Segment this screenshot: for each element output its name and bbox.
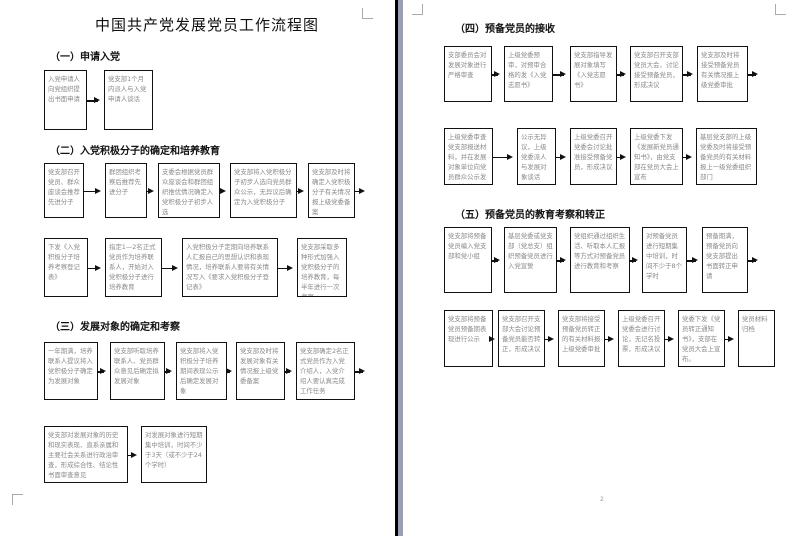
flow-arrow-icon: [630, 257, 638, 263]
flow-arrow-icon: [665, 336, 674, 341]
flow-arrow-icon: [162, 265, 178, 270]
flow-arrow-icon: [355, 188, 365, 193]
flow-step-box: 基层党委或党支部（党总支）组织预备党员进行入党宣誓: [504, 227, 557, 293]
flow-arrow-icon: [545, 336, 554, 341]
flow-step-box: 党支部将入党积极分子培养期间表现公示后确定发展对象: [176, 342, 227, 400]
flow-step-box: 入党积极分子定期向培养联系人汇报自己的思想认识和表现情况，培养联系人要将有关情况…: [182, 238, 278, 297]
section-heading: （四）预备党员的接收: [455, 24, 555, 35]
flow-step-box: 党支部召开党员、群众座谈会推荐先进分子: [44, 163, 84, 218]
flow-arrow-icon: [147, 188, 154, 193]
flow-step-box: 入党申请人向党组织提出书面申请: [44, 70, 87, 130]
flow-step-box: 党支部及时将接受预备党员有关情况报上级党委审批: [697, 46, 748, 102]
flow-step-box: 上级党委预审，对预审合格的发《入党志愿书》: [504, 46, 553, 102]
section-heading: （五）预备党员的教育考察和转正: [455, 210, 605, 221]
flow-step-box: 党支部1个月内派人与入党申请人谈话: [104, 70, 153, 130]
flow-step-box: 下发《入党积极分子培养考察登记表》: [44, 238, 88, 297]
flow-step-box: 党支部将接受预备党员转正的有关材料报上级党委审批: [558, 310, 605, 367]
flow-arrow-icon: [84, 188, 101, 193]
flow-step-box: 预备期满，预备党员向党支部提出书面转正申请: [702, 227, 748, 293]
flow-arrow-icon: [605, 336, 614, 341]
flow-step-box: 上级党委下发《发展新党员通知书》，由党支部在党员大会上宣布: [630, 128, 683, 185]
flow-step-box: 党支部及时将确定入党积极分子有关情况报上级党委备案: [308, 163, 355, 218]
flow-step-box: 党支部听取培养联系人、党员群众意见后确定拟发展对象: [110, 342, 165, 400]
flow-step-box: 党支部将预备党员预备期表现进行公示: [444, 310, 493, 367]
flow-arrow-icon: [98, 368, 106, 374]
flow-step-box: 上级党委审查党支部报送材料，并在发展对象单位向党员群众公示发展对象情况: [444, 128, 493, 185]
flow-step-box: 党支部召开支部大会讨论预备党员能否转正，形成决议: [498, 310, 545, 367]
flow-step-box: 党支部召开支部党员大会，讨论接受预备党员，形成决议: [630, 46, 683, 102]
page-divider: [395, 0, 398, 536]
flow-step-box: 党支部采取多种形式加强入党积极分子的培养教育，每半年进行一次考察。: [297, 238, 347, 297]
flow-step-box: 支部委员会对发展对象进行严格审查: [444, 46, 492, 102]
flow-arrow-icon: [88, 265, 101, 270]
flow-step-box: 上级党委召开党委会进行讨论，无记名投票，形成决议: [618, 310, 665, 367]
flow-step-box: 党支部及时将发展对象有关情况报上级党委备案: [236, 342, 285, 400]
flow-step-box: 支委会根据党员群众座谈会和群团组织推优情况确定入党积极分子初步人选: [158, 163, 220, 218]
section-heading: （二）入党积极分子的确定和培养教育: [50, 146, 220, 157]
flow-arrow-icon: [492, 257, 500, 263]
flow-arrow-icon: [683, 71, 693, 77]
flow-arrow-icon: [683, 154, 692, 159]
flow-arrow-icon: [553, 71, 566, 77]
document-title: 中国共产党发展党员工作流程图: [95, 16, 320, 34]
flow-step-box: 党支部将预备党员编入党支部和党小组: [444, 227, 492, 293]
flow-step-box: 党支部将入党积极分子初步人选向党员群众公示，无异议后确定为入党积极分子: [230, 163, 297, 218]
flow-arrow-icon: [687, 257, 698, 263]
page-number: 2: [600, 496, 604, 503]
flow-arrow-icon: [226, 368, 232, 374]
flow-arrow-icon: [557, 257, 566, 263]
flow-step-box: 党支部确定2名正式党员作为入党介绍人，入党介绍人要认真完成工作任务: [296, 342, 355, 400]
flow-arrow-icon: [128, 452, 137, 457]
flow-step-box: 党支部对发展对象的历史和现实表现、直系亲属和主要社会关系进行政治审查，形成综合性…: [44, 426, 128, 483]
flow-step-box: 基层党支部的上级党委及时将接受预备党员的有关材料报上一级党委组织部门: [696, 128, 757, 185]
flow-arrow-icon: [297, 188, 304, 193]
page-corner-mark: [412, 4, 423, 15]
flow-step-box: 党员材料归档: [738, 310, 775, 367]
flow-arrow-icon: [617, 71, 626, 77]
flow-arrow-icon: [220, 188, 226, 193]
flow-arrow-icon: [493, 154, 513, 159]
flow-step-box: 一年期满，培养联系人提议将入党积极分子确定为发展对象: [44, 342, 98, 400]
flow-arrow-icon: [87, 97, 100, 103]
flow-step-box: 指定1—2名正式党员作为培养联系人，开始对入党积极分子进行培养教育: [105, 238, 162, 297]
section-heading: （一）申请入党: [50, 52, 120, 63]
flow-step-box: 上级党委召开党委会讨论批准接受预备党员，形成决议: [570, 128, 617, 185]
flow-arrow-icon: [617, 154, 626, 159]
page-gap: [398, 0, 403, 536]
page-corner-mark: [775, 4, 786, 15]
flow-arrow-icon: [165, 368, 172, 374]
flow-arrow-icon: [556, 154, 566, 159]
flow-step-box: 对发展对象进行短期集中培训，时间不少于3天（或不少于24个学时）: [141, 426, 207, 483]
flow-arrow-icon: [725, 336, 734, 341]
flow-arrow-icon: [748, 71, 758, 77]
flow-arrow-icon: [278, 265, 293, 270]
flow-arrow-icon: [285, 368, 292, 374]
flow-arrow-icon: [492, 71, 500, 77]
flow-step-box: 党支部指导发展对象填写《入党志愿书》: [570, 46, 617, 102]
flow-arrow-icon: [748, 257, 758, 263]
section-heading: （三）发展对象的确定和考察: [50, 322, 180, 333]
flow-step-box: 对预备党员进行短期集中培训，时间不少于8个学时: [642, 227, 687, 293]
flow-arrow-icon: [355, 368, 365, 374]
flow-step-box: 群团组织考察后推荐先进分子: [105, 163, 147, 218]
page-corner-mark: [362, 8, 373, 19]
flow-step-box: 公示无异议，上级党委派人与发展对象谈话: [517, 128, 556, 185]
page-corner-mark: [12, 494, 23, 505]
flow-step-box: 党委下发《党员转正通知书》，支部在党员大会上宣布。: [678, 310, 725, 367]
flow-step-box: 党组织通过组织生活、听取本人汇报等方式对预备党员进行教育和考察: [570, 227, 630, 293]
